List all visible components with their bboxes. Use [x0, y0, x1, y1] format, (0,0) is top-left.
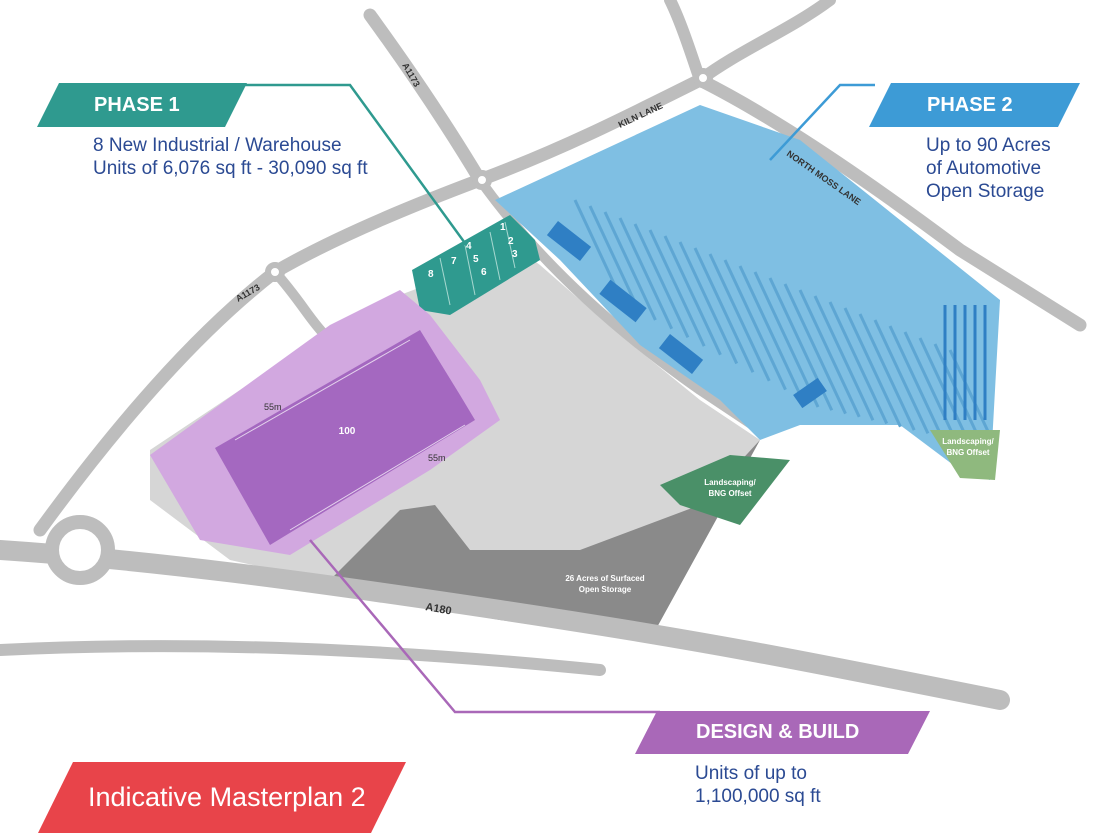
unit-label-3: 3 [512, 249, 518, 260]
unit-label-8: 8 [428, 269, 434, 280]
phase2-heading: PHASE 2 [927, 93, 1013, 116]
phase2-desc-line2: of Automotive [926, 158, 1042, 179]
phase1-desc-line1: 8 New Industrial / Warehouse [93, 135, 342, 156]
phase2-desc-line3: Open Storage [926, 181, 1045, 202]
storage-row [813, 295, 875, 421]
storage-row [678, 241, 739, 365]
landscaping-label-2-line2: BNG Offset [946, 448, 989, 457]
page-title: Indicative Masterplan 2 [88, 782, 366, 812]
storage-row [783, 283, 847, 415]
storage-row [693, 247, 755, 373]
storage-row [873, 319, 930, 435]
landscaping-label-1-line2: BNG Offset [708, 489, 751, 498]
storage-row [753, 271, 820, 408]
storage-row [843, 307, 902, 428]
road-kiln-lane [473, 73, 707, 187]
open-storage-label-line2: Open Storage [579, 585, 632, 594]
phase2-building [599, 279, 647, 323]
open-storage-label-line1: 26 Acres of Surfaced [565, 574, 644, 583]
phase1-leader-line [240, 83, 472, 251]
building-dock-lines [234, 339, 466, 531]
road-link [270, 267, 330, 340]
roundabout-centre [472, 170, 492, 190]
phase2-banner: PHASE 2 [869, 83, 1080, 127]
phase2-building [793, 377, 827, 409]
storage-row [903, 331, 957, 441]
unit-label-6: 6 [481, 267, 487, 278]
phase2-area [495, 105, 1000, 480]
unit-label-1: 1 [500, 222, 506, 233]
roundabout-west [45, 515, 115, 585]
phase2-building [546, 220, 592, 262]
landscaping-area-1 [660, 455, 790, 525]
design-build-description: Units of up to 1,100,000 sq ft [695, 762, 821, 808]
road-north-moss-lane [693, 73, 1087, 332]
phase1-description: 8 New Industrial / Warehouse Units of 6,… [93, 134, 368, 180]
landscaping-label-1-line1: Landscaping/ [704, 478, 756, 487]
design-build-desc-line2: 1,100,000 sq ft [695, 786, 821, 807]
storage-row [888, 325, 944, 438]
road-a180-lower [0, 640, 606, 676]
design-build-heading: DESIGN & BUILD [696, 721, 860, 743]
landscaping-area-2 [930, 430, 1000, 480]
road-north-east [694, 0, 836, 86]
design-build-leader-line [309, 539, 660, 714]
storage-row [723, 259, 787, 391]
dimension-label-2: 55m [428, 453, 446, 463]
storage-row [858, 313, 916, 431]
phase1-desc-line2: Units of 6,076 sq ft - 30,090 sq ft [93, 158, 368, 179]
title-banner: Indicative Masterplan 2 [38, 762, 406, 833]
storage-row [618, 217, 674, 330]
unit-label-5: 5 [473, 254, 479, 265]
storage-row [828, 301, 889, 425]
phase2-buildings [546, 220, 827, 409]
storage-row [663, 235, 722, 356]
phase2-leader-line [769, 83, 875, 161]
storage-row [588, 205, 641, 312]
storage-row [798, 289, 861, 418]
unit-label-4: 4 [466, 241, 472, 252]
phase1-banner: PHASE 1 [37, 83, 247, 127]
phase2-desc-line1: Up to 90 Acres [926, 135, 1051, 156]
storage-row [603, 211, 657, 321]
landscaping-label-2-line1: Landscaping/ [942, 437, 994, 446]
design-build-banner: DESIGN & BUILD [635, 711, 930, 754]
unit-label-7: 7 [451, 256, 457, 267]
phase1-heading: PHASE 1 [94, 93, 180, 116]
phase1-area [412, 215, 540, 315]
storage-row [708, 253, 771, 382]
storage-row [738, 265, 804, 399]
storage-row [933, 343, 985, 448]
road-a180 [0, 540, 1010, 710]
road-internal [475, 175, 765, 435]
storage-row [633, 223, 690, 339]
unit-label-2: 2 [508, 236, 514, 247]
building-100-label: 100 [339, 426, 356, 437]
phase2-description: Up to 90 Acres of Automotive Open Storag… [926, 134, 1051, 203]
design-build-desc-line1: Units of up to [695, 763, 807, 784]
building-100 [215, 330, 475, 545]
phase2-building [658, 333, 704, 375]
roundabout-a1173 [265, 262, 285, 282]
roundabout-north [693, 68, 713, 88]
phase1-unit-dividers [439, 221, 516, 306]
surfaced-open-storage [330, 440, 760, 640]
road-a1173-north [363, 8, 487, 187]
road-north-top [664, 0, 706, 86]
storage-row [648, 229, 706, 347]
road-label-a180: A180 [424, 601, 452, 617]
dimension-label-1: 55m [264, 402, 282, 412]
